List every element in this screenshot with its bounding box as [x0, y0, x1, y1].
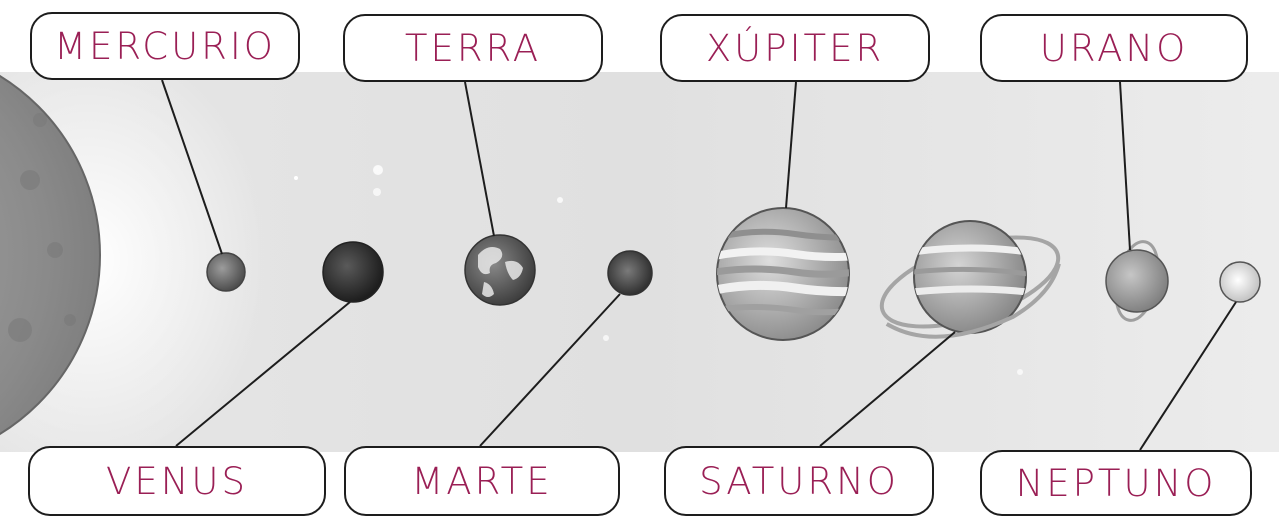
saturn-planet	[913, 220, 1027, 334]
label-mercurio: MERCURIO	[30, 12, 300, 80]
earth-planet	[464, 234, 536, 306]
leader-line-marte	[479, 293, 621, 447]
label-saturno: SATURNO	[664, 446, 934, 516]
saturn-bands	[914, 244, 1026, 296]
leader-lines	[161, 79, 1237, 451]
label-xupiter: XÚPITER	[660, 14, 930, 82]
uranus-planet	[1105, 249, 1169, 313]
leader-line-urano	[1119, 81, 1131, 251]
mercury-planet	[206, 252, 246, 292]
sun-texture	[8, 113, 76, 342]
label-marte: MARTE	[344, 446, 620, 516]
leader-line-saturno	[819, 331, 956, 447]
leader-line-xupiter	[785, 81, 797, 209]
jupiter-bands	[717, 228, 849, 316]
venus-planet	[322, 241, 384, 303]
leader-line-terra	[464, 81, 495, 237]
label-terra: TERRA	[343, 14, 603, 82]
leader-line-mercurio	[161, 79, 223, 255]
neptune-planet	[1219, 261, 1261, 303]
leader-line-neptuno	[1139, 301, 1237, 451]
stars	[294, 165, 1023, 375]
label-urano: URANO	[980, 14, 1248, 82]
saturn-ring-front	[885, 263, 1061, 339]
label-neptuno: NEPTUNO	[980, 450, 1252, 516]
leader-line-venus	[175, 301, 351, 447]
label-venus: VENUS	[28, 446, 326, 516]
mars-planet	[607, 250, 653, 296]
earth-continents	[478, 247, 523, 297]
